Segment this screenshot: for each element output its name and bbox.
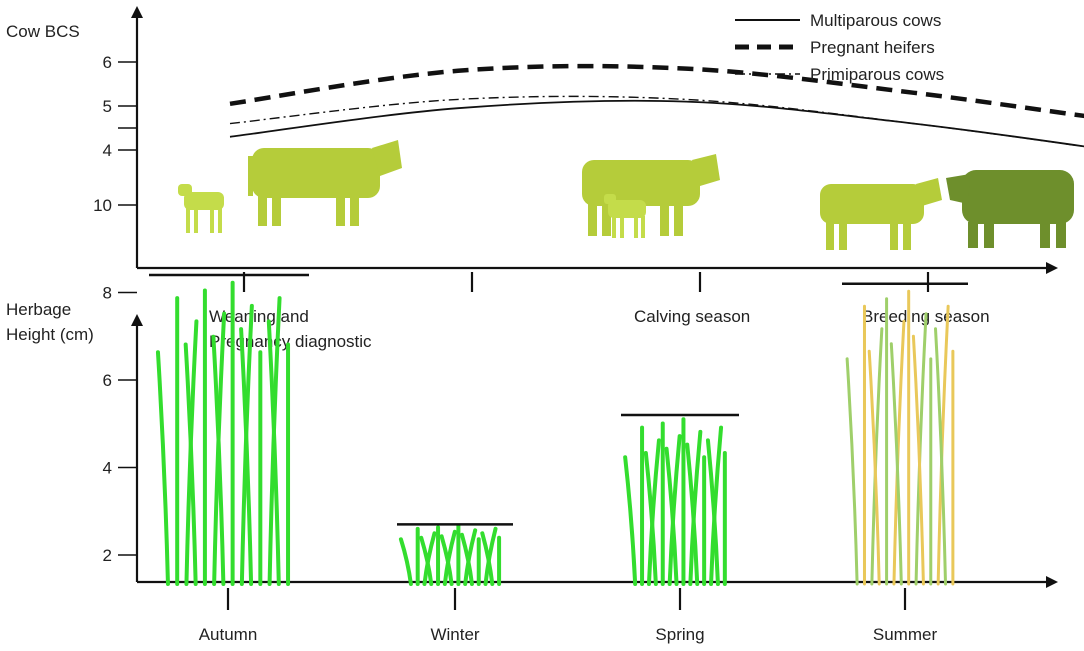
bcs-x-axis-arrow — [1046, 262, 1058, 274]
grass-blade — [889, 342, 903, 586]
grass-blade — [911, 334, 925, 586]
grass-blade — [419, 535, 434, 586]
bull-icon — [946, 170, 1074, 248]
herbage-x-tick-label: Spring — [655, 625, 704, 644]
bcs-y-label: Cow BCS — [6, 22, 80, 41]
herbage-x-axis-arrow — [1046, 576, 1058, 588]
bcs-series-lines — [229, 63, 1084, 148]
bcs-y-axis-arrow — [131, 6, 143, 18]
grass-blade — [480, 531, 495, 586]
legend-label-pregnant-heifers: Pregnant heifers — [810, 38, 935, 57]
heifer-icon — [820, 178, 942, 250]
herbage-panel: Herbage Height (cm) 2 4 6 8 10 Autumn Winter S… — [6, 196, 1058, 644]
herbage-y-tick-label: 6 — [103, 371, 112, 390]
grass-clump-icon — [398, 523, 502, 586]
dry-grass-clump-icon — [845, 289, 955, 586]
herbage-y-tick-label: 10 — [93, 196, 112, 215]
grass-clump-icon — [623, 417, 727, 586]
grass-blade — [664, 446, 679, 586]
bcs-y-ticks: 4 5 6 — [103, 53, 137, 160]
bcs-x-tick-label: Calving season — [634, 307, 750, 326]
herbage-x-tick-label: Autumn — [199, 625, 258, 644]
herbage-y-label-line2: Height (cm) — [6, 325, 94, 344]
bcs-y-tick-label: 4 — [103, 141, 112, 160]
bcs-y-tick-label: 6 — [103, 53, 112, 72]
grass-blade — [845, 357, 859, 586]
herbage-y-tick-label: 2 — [103, 546, 112, 565]
grass-blade — [643, 451, 658, 586]
grass-blade — [623, 455, 638, 586]
herbage-y-tick-label: 8 — [103, 284, 112, 303]
grass-blade — [211, 334, 226, 586]
herbage-y-label-line1: Herbage — [6, 300, 71, 319]
herbage-y-tick-label: 4 — [103, 459, 112, 478]
grass-blade — [398, 537, 413, 586]
herbage-x-tick-label: Summer — [873, 625, 938, 644]
bcs-line-pregnant-heifers — [229, 63, 1084, 119]
herbage-y-axis-arrow — [131, 314, 143, 326]
grass-blade — [934, 327, 948, 586]
grass-blade — [867, 349, 881, 586]
herbage-x-ticks: Autumn Winter Spring Summer — [199, 588, 938, 644]
herbage-y-ticks: 2 4 6 8 10 — [93, 196, 137, 565]
grass-blade — [239, 327, 254, 586]
bcs-y-tick-label: 5 — [103, 97, 112, 116]
herbage-grass-clumps — [155, 280, 955, 586]
cow-icon — [248, 140, 402, 226]
bcs-legend: Multiparous cows Pregnant heifers Primip… — [735, 11, 944, 84]
cow-with-calf-icon — [582, 154, 720, 238]
legend-label-multiparous: Multiparous cows — [810, 11, 941, 30]
calf-icon — [178, 184, 224, 233]
grass-blade — [155, 350, 170, 586]
grass-blade — [439, 534, 454, 586]
grass-blade — [183, 342, 198, 586]
herbage-x-tick-label: Winter — [430, 625, 479, 644]
grass-blade — [685, 442, 700, 586]
legend-label-primiparous: Primiparous cows — [810, 65, 944, 84]
grass-blade — [459, 532, 474, 586]
grass-clump-icon — [155, 280, 291, 586]
bcs-line-primiparous-cows — [229, 95, 1084, 148]
herbage-height-markers — [149, 273, 968, 526]
grass-blade — [705, 438, 720, 586]
grass-blade — [266, 319, 281, 586]
